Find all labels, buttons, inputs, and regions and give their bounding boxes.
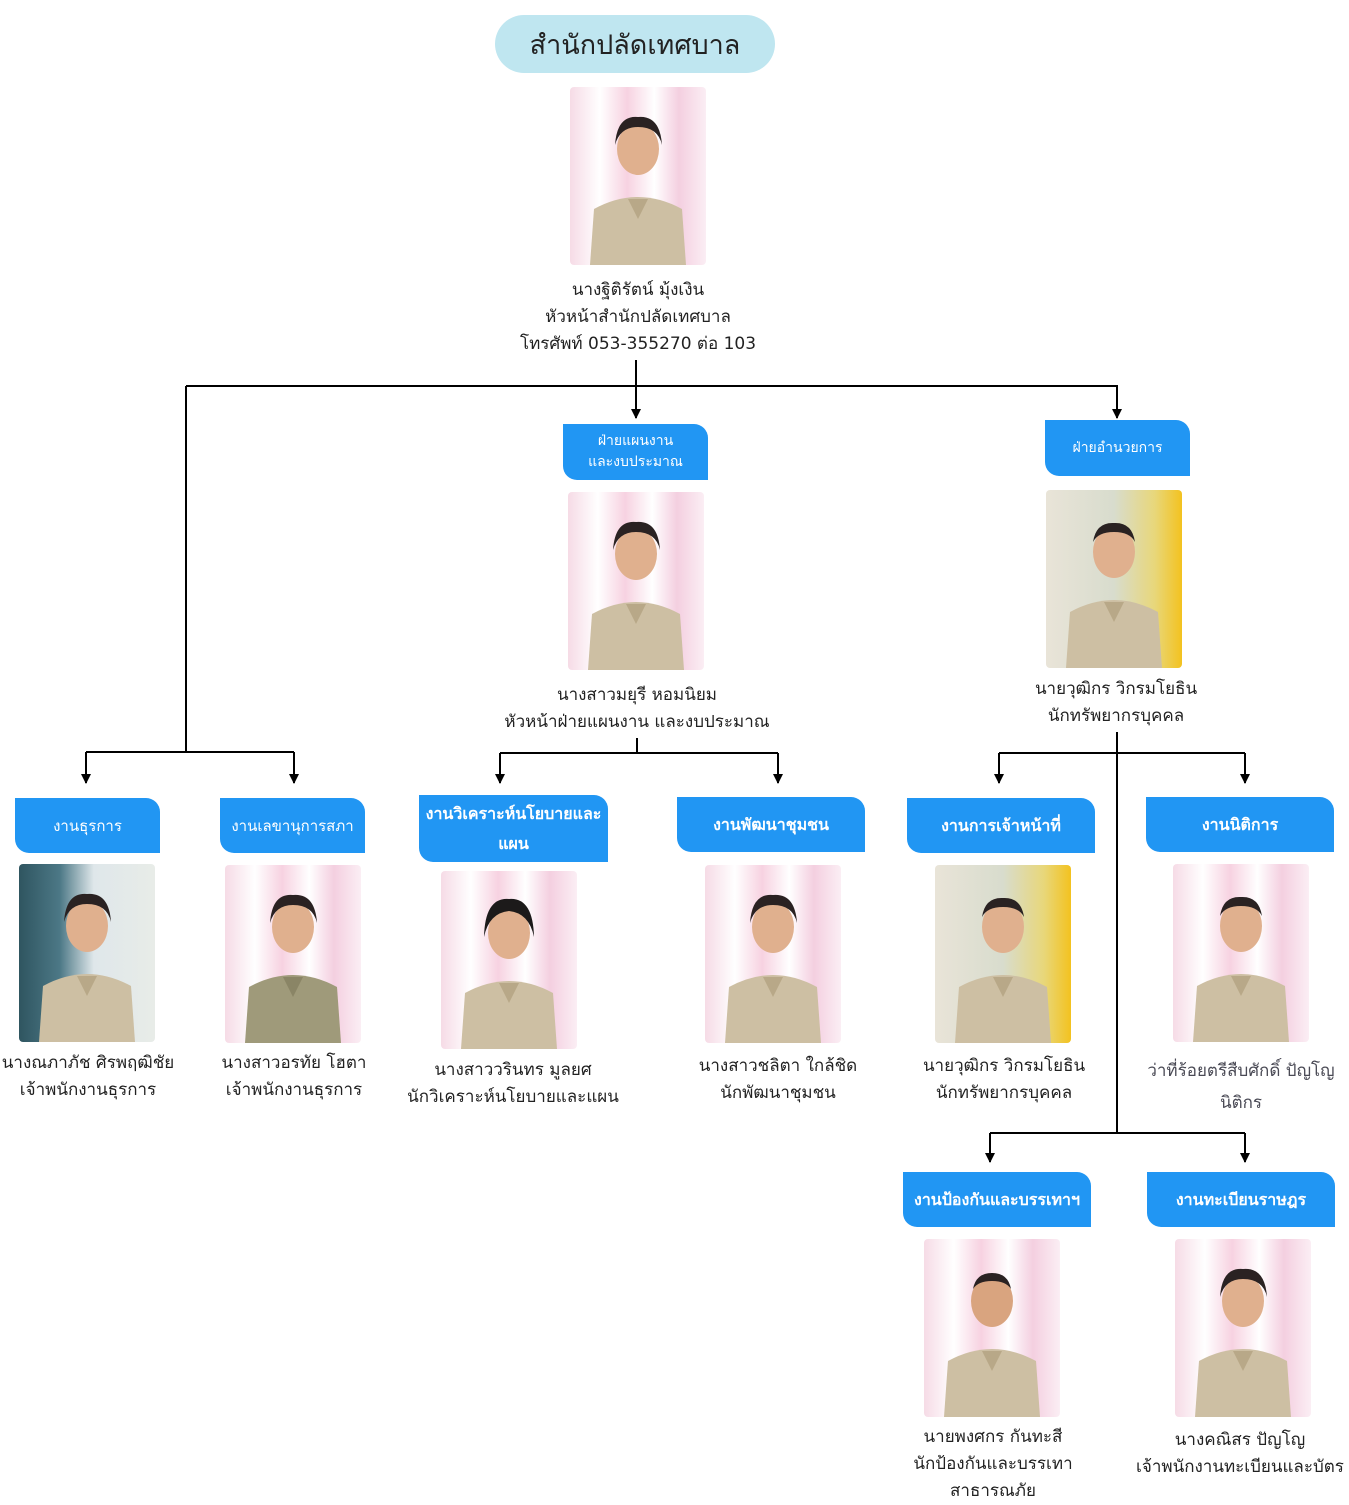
- unit-tab-legal: งานนิติการ: [1146, 797, 1334, 852]
- unit-tab-council: งานเลขานุการสภา: [220, 798, 365, 853]
- unit-tab-general: งานธุรการ: [15, 798, 160, 853]
- community-name: นางสาวชลิตา ใกล้ชิด: [698, 1056, 858, 1076]
- division-tab-planning-line1: ฝ่ายแผนงาน: [597, 433, 674, 449]
- registration-name: นางคณิสร ปัญโญ: [1174, 1430, 1306, 1450]
- admin-head-name: นายวุฒิกร วิกรมโยธิน: [1034, 679, 1198, 699]
- legal-photo: [1173, 864, 1309, 1042]
- council-position: เจ้าพนักงานธุรการ: [225, 1080, 363, 1100]
- disaster-name: นายพงศกร กันทะสี: [923, 1427, 1063, 1447]
- disaster-photo: [924, 1239, 1060, 1417]
- legal-position: นิติกร: [1219, 1093, 1263, 1113]
- general-photo: [19, 864, 155, 1042]
- division-tab-planning: ฝ่ายแผนงาน และงบประมาณ: [563, 424, 708, 480]
- head-caption: นางฐิติรัตน์ มุ้งเงิน หัวหน้าสำนักปลัดเท…: [456, 277, 820, 358]
- legal-caption: ว่าที่ร้อยตรีสืบศักดิ์ ปัญโญ นิติกร: [1136, 1055, 1346, 1119]
- personnel-name: นายวุฒิกร วิกรมโยธิน: [922, 1056, 1086, 1076]
- planning-head-name: นางสาวมยุรี หอมนิยม: [556, 685, 718, 705]
- community-position: นักพัฒนาชุมชน: [720, 1083, 836, 1103]
- planning-head-caption: นางสาวมยุรี หอมนิยม หัวหน้าฝ่ายแผนงาน แล…: [457, 682, 817, 736]
- general-position: เจ้าพนักงานธุรการ: [19, 1080, 157, 1100]
- head-phone: โทรศัพท์ 053-355270 ต่อ 103: [519, 334, 757, 354]
- division-tab-admin: ฝ่ายอำนวยการ: [1045, 420, 1190, 476]
- planning-head-position: หัวหน้าฝ่ายแผนงาน และงบประมาณ: [504, 712, 770, 732]
- unit-tab-personnel: งานการเจ้าหน้าที่: [907, 798, 1095, 853]
- disaster-caption: นายพงศกร กันทะสี นักป้องกันและบรรเทา สาธ…: [893, 1424, 1093, 1505]
- unit-tab-registration: งานทะเบียนราษฎร: [1147, 1172, 1335, 1227]
- policy-caption: นางสาววรินทร มูลยศ นักวิเคราะห์นโยบายและ…: [400, 1057, 626, 1111]
- council-caption: นางสาวอรทัย โฮตา เจ้าพนักงานธุรการ: [204, 1050, 384, 1104]
- community-caption: นางสาวชลิตา ใกล้ชิด นักพัฒนาชุมชน: [680, 1053, 876, 1107]
- community-photo: [705, 865, 841, 1043]
- registration-caption: นางคณิสร ปัญโญ เจ้าพนักงานทะเบียนและบัตร: [1131, 1427, 1349, 1481]
- planning-head-photo: [568, 492, 704, 670]
- unit-tab-policy: งานวิเคราะห์นโยบายและ แผน: [419, 795, 608, 862]
- unit-tab-disaster: งานป้องกันและบรรเทาฯ: [903, 1172, 1091, 1227]
- unit-tab-policy-line1: งานวิเคราะห์นโยบายและ: [425, 803, 602, 823]
- legal-name: ว่าที่ร้อยตรีสืบศักดิ์ ปัญโญ: [1147, 1061, 1335, 1081]
- general-caption: นางณภาภัช ศิรพฤฒิชัย เจ้าพนักงานธุรการ: [0, 1050, 176, 1104]
- policy-photo: [441, 871, 577, 1049]
- personnel-caption: นายวุฒิกร วิกรมโยธิน นักทรัพยากรบุคคล: [895, 1053, 1113, 1107]
- page-title: สำนักปลัดเทศบาล: [495, 15, 775, 73]
- policy-position: นักวิเคราะห์นโยบายและแผน: [407, 1087, 619, 1107]
- council-name: นางสาวอรทัย โฮตา: [221, 1053, 367, 1073]
- personnel-photo: [935, 865, 1071, 1043]
- admin-head-caption: นายวุฒิกร วิกรมโยธิน นักทรัพยากรบุคคล: [996, 676, 1236, 730]
- admin-head-photo: [1046, 490, 1182, 668]
- general-name: นางณภาภัช ศิรพฤฒิชัย: [1, 1053, 175, 1073]
- disaster-position-line2: สาธารณภัย: [950, 1481, 1036, 1501]
- unit-tab-policy-line2: แผน: [498, 833, 529, 853]
- disaster-position-line1: นักป้องกันและบรรเทา: [913, 1454, 1073, 1474]
- policy-name: นางสาววรินทร มูลยศ: [434, 1060, 592, 1080]
- council-photo: [225, 865, 361, 1043]
- registration-position: เจ้าพนักงานทะเบียนและบัตร: [1136, 1457, 1344, 1477]
- head-position: หัวหน้าสำนักปลัดเทศบาล: [545, 307, 731, 327]
- head-name: นางฐิติรัตน์ มุ้งเงิน: [571, 280, 705, 300]
- head-photo: [570, 87, 706, 265]
- personnel-position: นักทรัพยากรบุคคล: [935, 1083, 1073, 1103]
- unit-tab-community: งานพัฒนาชุมชน: [677, 797, 865, 852]
- registration-photo: [1175, 1239, 1311, 1417]
- division-tab-planning-line2: และงบประมาณ: [588, 454, 683, 470]
- admin-head-position: นักทรัพยากรบุคคล: [1047, 706, 1185, 726]
